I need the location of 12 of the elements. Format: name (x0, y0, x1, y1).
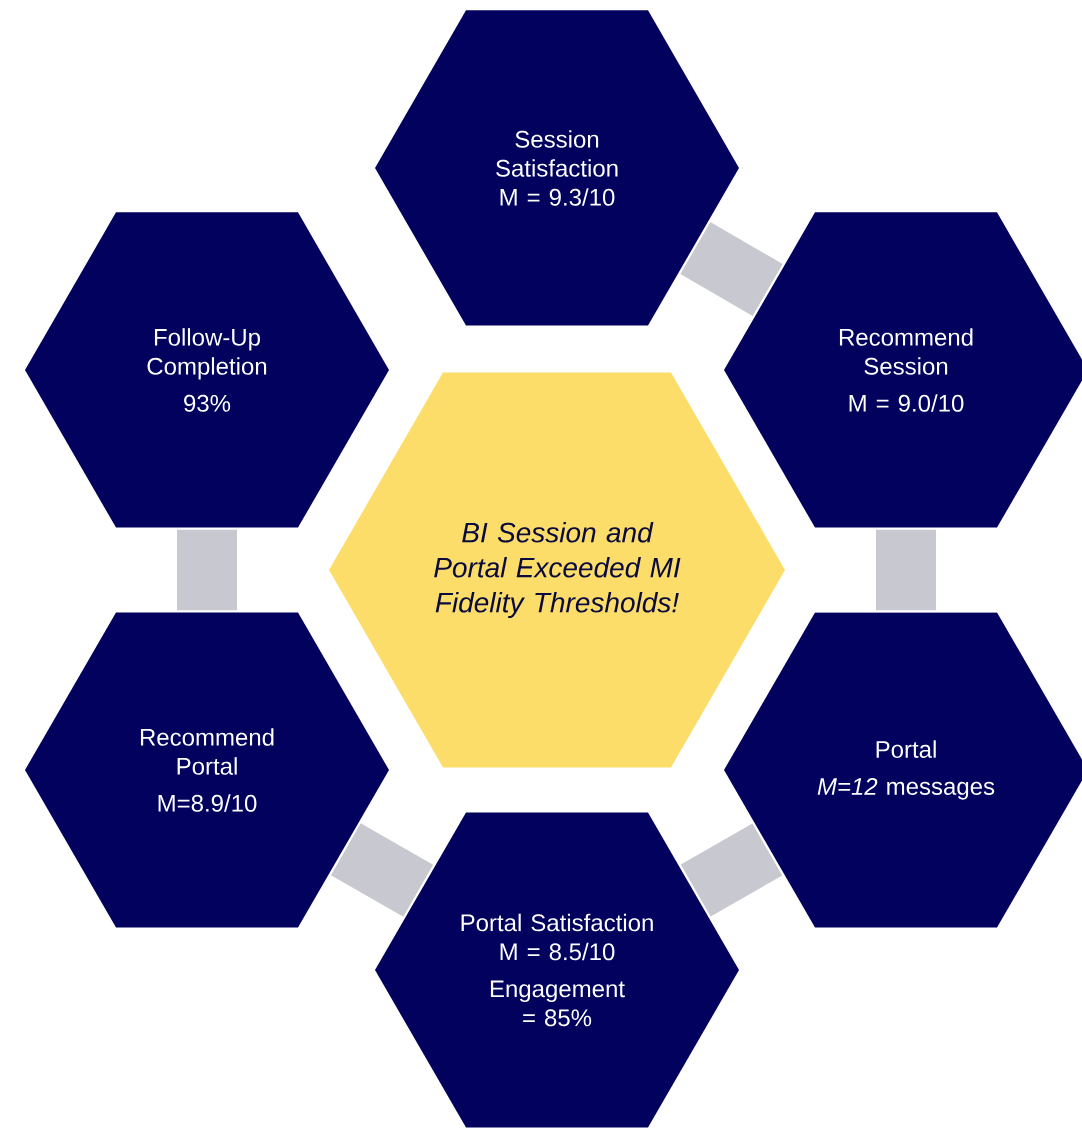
connector-band (177, 529, 237, 611)
connector-band (876, 529, 937, 611)
metric-hexagon: Follow-Up Completion 93% (25, 212, 389, 528)
metric-hexagon: Session Satisfaction M = 9.3/10 (375, 10, 739, 326)
metric-hexagon: Portal Satisfaction M = 8.5/10 Engagement = 85% (375, 812, 739, 1128)
metric-hexagon: Recommend Portal M=8.9/10 (25, 612, 389, 928)
connector-band (680, 823, 783, 917)
connector-band (330, 823, 434, 917)
metric-hexagon: Recommend Session M = 9.0/10 (724, 212, 1082, 528)
center-hexagon: BI Session and Portal Exceeded MI Fidelity Thresholds! (329, 372, 785, 768)
metric-hexagon: Portal M=12 messages (724, 612, 1082, 928)
connector-band (680, 222, 783, 316)
